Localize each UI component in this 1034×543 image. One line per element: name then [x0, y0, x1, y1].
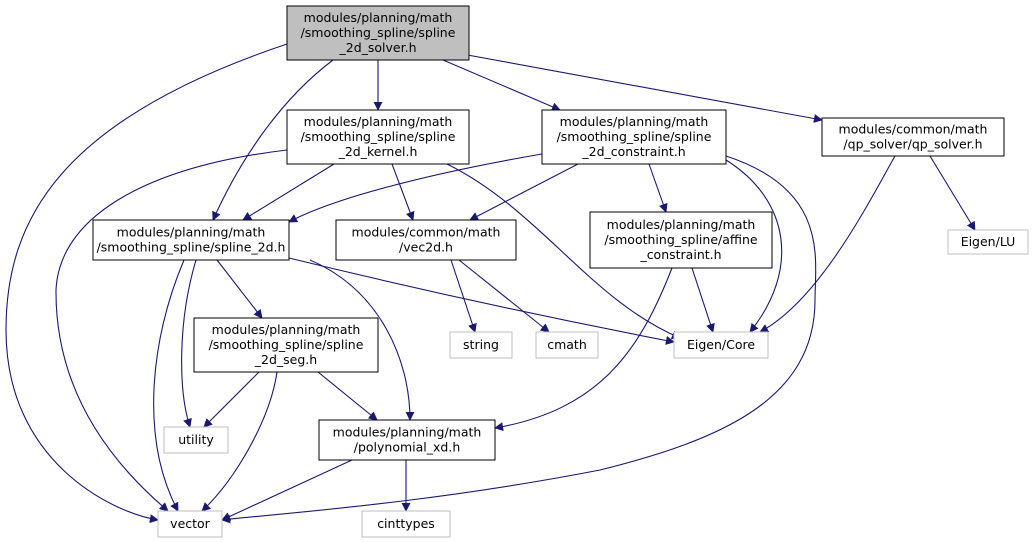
- node-affine[interactable]: modules/planning/math/smoothing_spline/a…: [589, 211, 773, 269]
- node-label-kernel-line-1: /smoothing_spline/spline: [301, 129, 456, 144]
- edge-constraint-to-eigencore: [725, 159, 783, 333]
- node-label-qp-line-1: /qp_solver/qp_solver.h: [843, 137, 982, 152]
- edge-spline2d-to-vector: [153, 259, 185, 512]
- node-label-constraint-line-2: _2d_constraint.h: [581, 144, 685, 159]
- edge-affine-to-poly: [494, 267, 673, 432]
- node-box-seg: [193, 317, 379, 373]
- node-label-affine-line-2: _constraint.h: [639, 247, 721, 262]
- node-box-cinttypes: [361, 510, 451, 538]
- node-constraint[interactable]: modules/planning/math/smoothing_spline/s…: [541, 109, 727, 165]
- edge-kernel-to-vector: [55, 149, 288, 512]
- node-label-vector-line-0: vector: [170, 516, 211, 531]
- edge-kernel-to-eigencore: [446, 163, 681, 339]
- node-label-qp-line-0: modules/common/math: [839, 122, 988, 137]
- node-label-eigenlu-line-0: Eigen/LU: [961, 234, 1016, 249]
- edge-root-to-qp: [461, 53, 823, 123]
- node-box-kernel: [286, 109, 470, 165]
- edge-root-to-constraint: [442, 59, 561, 111]
- edge-vec2d-to-string: [450, 259, 477, 333]
- edge-root-to-vector: [5, 43, 288, 524]
- node-vec2d[interactable]: modules/common/math/vec2d.h: [335, 219, 517, 261]
- edge-affine-to-eigencore: [691, 267, 715, 333]
- edge-seg-to-utility: [203, 371, 260, 428]
- node-label-cmath-line-0: cmath: [547, 337, 587, 352]
- edge-constraint-to-spline2d: [288, 153, 543, 223]
- node-box-cmath: [535, 331, 599, 359]
- edge-constraint-to-vec2d: [469, 163, 579, 221]
- node-seg[interactable]: modules/planning/math/smoothing_spline/s…: [193, 317, 379, 373]
- edge-seg-to-poly: [317, 371, 378, 421]
- node-label-kernel-line-2: _2d_kernel.h: [338, 144, 418, 159]
- node-spline2d[interactable]: modules/planning/math/smoothing_spline/s…: [92, 219, 290, 261]
- node-box-vec2d: [335, 219, 517, 261]
- edge-constraint-to-vector: [221, 155, 817, 524]
- node-label-spline2d-line-0: modules/planning/math: [117, 225, 266, 240]
- node-eigencore: Eigen/Core: [673, 331, 769, 359]
- node-box-root: [286, 5, 470, 61]
- node-box-affine: [589, 211, 773, 269]
- node-string: string: [449, 331, 513, 359]
- node-box-string: [449, 331, 513, 359]
- node-label-affine-line-0: modules/planning/math: [607, 217, 756, 232]
- node-eigenlu: Eigen/LU: [947, 229, 1029, 255]
- node-label-poly-line-0: modules/planning/math: [333, 425, 482, 440]
- node-label-root-line-1: /smoothing_spline/spline: [301, 25, 456, 40]
- edge-qp-to-eigenlu: [929, 155, 976, 231]
- edge-root-to-spline2d: [212, 59, 334, 221]
- node-label-vec2d-line-1: /vec2d.h: [399, 240, 453, 255]
- node-kernel[interactable]: modules/planning/math/smoothing_spline/s…: [286, 109, 470, 165]
- node-cmath: cmath: [535, 331, 599, 359]
- node-label-affine-line-1: /smoothing_spline/affine: [604, 232, 757, 247]
- node-box-eigenlu: [947, 229, 1029, 255]
- node-root[interactable]: modules/planning/math/smoothing_spline/s…: [286, 5, 470, 61]
- node-label-cinttypes-line-0: cinttypes: [377, 516, 435, 531]
- node-label-eigencore-line-0: Eigen/Core: [687, 337, 755, 352]
- node-label-root-line-0: modules/planning/math: [304, 10, 453, 25]
- node-box-constraint: [541, 109, 727, 165]
- edge-spline2d-to-seg: [216, 259, 263, 319]
- node-box-spline2d: [92, 219, 290, 261]
- edge-spline2d-to-poly: [309, 259, 415, 421]
- edge-poly-to-vector: [221, 459, 353, 521]
- node-box-poly: [318, 419, 496, 461]
- node-box-utility: [163, 426, 229, 454]
- node-label-poly-line-1: /polynomial_xd.h: [354, 440, 461, 455]
- node-label-constraint-line-0: modules/planning/math: [560, 114, 709, 129]
- node-label-constraint-line-1: /smoothing_spline/spline: [557, 129, 712, 144]
- node-utility: utility: [163, 426, 229, 454]
- node-label-seg-line-1: /smoothing_spline/spline: [209, 337, 364, 352]
- node-box-vector: [157, 510, 223, 538]
- node-qp[interactable]: modules/common/math/qp_solver/qp_solver.…: [821, 117, 1005, 157]
- node-box-eigencore: [673, 331, 769, 359]
- node-label-seg-line-2: _2d_seg.h: [254, 352, 317, 367]
- node-label-utility-line-0: utility: [178, 432, 214, 447]
- edges-layer: [5, 43, 976, 524]
- edge-spline2d-to-eigencore: [288, 257, 675, 345]
- edge-seg-to-vector: [201, 371, 278, 512]
- edge-qp-to-eigencore: [759, 155, 896, 333]
- edge-vec2d-to-cmath: [458, 259, 550, 333]
- node-cinttypes: cinttypes: [361, 510, 451, 538]
- node-poly[interactable]: modules/planning/math/polynomial_xd.h: [318, 419, 496, 461]
- edge-spline2d-to-utility: [181, 259, 197, 428]
- nodes-layer: modules/planning/math/smoothing_spline/s…: [92, 5, 1029, 538]
- node-label-seg-line-0: modules/planning/math: [212, 322, 361, 337]
- node-label-string-line-0: string: [463, 337, 499, 352]
- node-box-qp: [821, 117, 1005, 157]
- node-label-spline2d-line-1: /smoothing_spline/spline_2d.h: [97, 240, 286, 255]
- node-label-kernel-line-0: modules/planning/math: [304, 114, 453, 129]
- edge-kernel-to-spline2d: [242, 163, 335, 221]
- node-label-root-line-2: _2d_solver.h: [339, 40, 417, 55]
- edge-kernel-to-vec2d: [391, 163, 415, 221]
- edge-constraint-to-affine: [648, 163, 668, 213]
- node-label-vec2d-line-0: modules/common/math: [352, 225, 501, 240]
- node-vector: vector: [157, 510, 223, 538]
